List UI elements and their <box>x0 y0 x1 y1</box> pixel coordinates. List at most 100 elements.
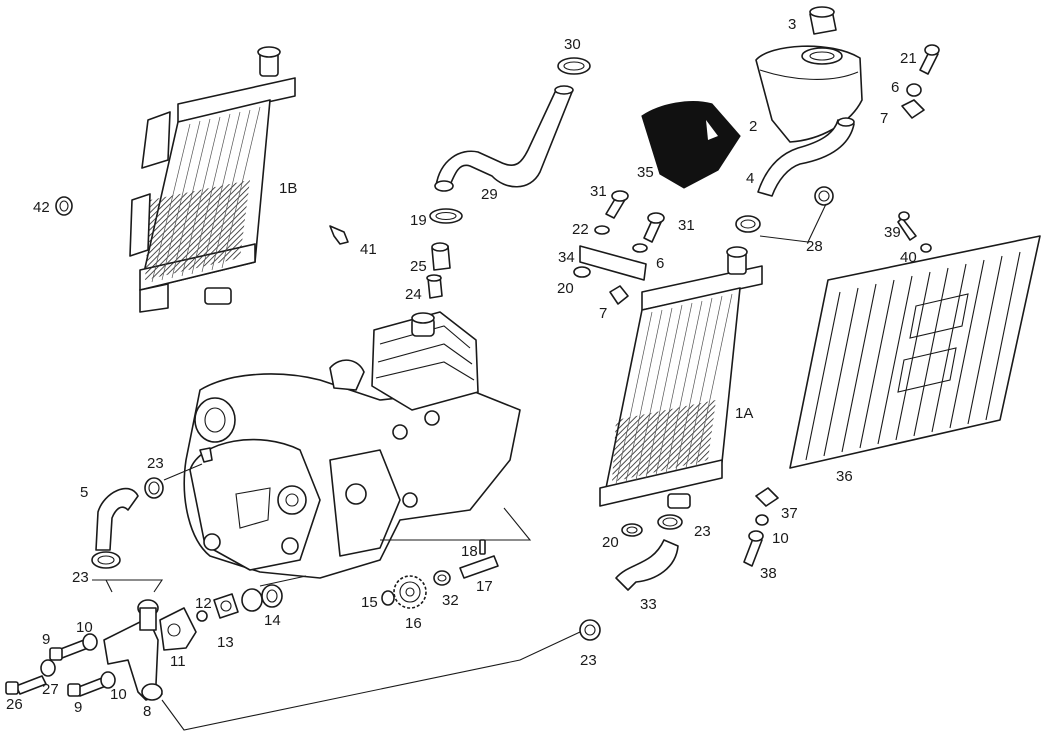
label-20-lower: 20 <box>602 534 619 551</box>
label-31-left: 31 <box>590 183 607 200</box>
part-20-grommet-a <box>573 266 591 278</box>
label-3: 3 <box>788 16 796 33</box>
label-28: 28 <box>806 238 823 255</box>
label-22: 22 <box>572 221 589 238</box>
part-42-ring <box>55 196 73 216</box>
radiator-1b <box>129 46 296 313</box>
part-19-clamp <box>429 208 463 224</box>
part-23-clamp-b <box>91 551 121 569</box>
part-21-bolt <box>919 44 940 75</box>
label-29: 29 <box>481 186 498 203</box>
leader-lines <box>92 203 827 731</box>
label-14: 14 <box>264 612 281 629</box>
part-40-clip <box>920 243 932 253</box>
part-12-seal <box>196 610 208 622</box>
part-31-screw-a <box>605 190 629 219</box>
part-30-clamp <box>557 57 591 75</box>
label-6-lower: 6 <box>656 255 664 272</box>
part-10-washer-a <box>82 633 98 651</box>
label-1a: 1A <box>735 405 753 422</box>
label-6-upper: 6 <box>891 79 899 96</box>
label-7-upper: 7 <box>880 110 888 127</box>
part-24-bulb <box>426 274 443 299</box>
label-15: 15 <box>361 594 378 611</box>
label-10-right: 10 <box>772 530 789 547</box>
label-39: 39 <box>884 224 901 241</box>
label-9-upper: 9 <box>42 631 50 648</box>
label-23-left: 23 <box>72 569 89 586</box>
part-35-cover <box>641 101 741 189</box>
label-42: 42 <box>33 199 50 216</box>
part-28-clamp-b <box>814 186 834 206</box>
label-36: 36 <box>836 468 853 485</box>
part-23-clamp-c <box>579 619 601 641</box>
part-27-washer <box>40 659 56 677</box>
part-37-nut <box>755 487 779 507</box>
part-11-gasket <box>159 607 197 651</box>
part-23-clamp-a <box>144 477 164 499</box>
label-23-right: 23 <box>694 523 711 540</box>
part-3-cap <box>809 6 837 35</box>
part-15-washer <box>381 590 395 606</box>
part-7-nut-b <box>609 285 629 305</box>
part-36-grille <box>789 235 1041 469</box>
part-10-washer-c <box>755 514 769 526</box>
label-12: 12 <box>195 595 212 612</box>
label-23-bottom: 23 <box>580 652 597 669</box>
label-1b: 1B <box>279 180 297 197</box>
label-10-lower: 10 <box>110 686 127 703</box>
part-25-fitting <box>431 242 451 271</box>
label-30: 30 <box>564 36 581 53</box>
part-2-expansion-tank <box>755 45 863 143</box>
part-28-clamp-a <box>735 215 761 233</box>
label-27: 27 <box>42 681 59 698</box>
label-32: 32 <box>442 592 459 609</box>
label-13: 13 <box>217 634 234 651</box>
label-19: 19 <box>410 212 427 229</box>
part-26-bolt <box>5 675 47 695</box>
part-34-bracket <box>579 245 647 281</box>
label-26: 26 <box>6 696 23 713</box>
label-34: 34 <box>558 249 575 266</box>
part-18-pin <box>479 539 486 555</box>
part-4-tank-hose <box>757 117 855 197</box>
part-14-bearings <box>241 584 283 612</box>
label-17: 17 <box>476 578 493 595</box>
label-18: 18 <box>461 543 478 560</box>
part-22-washer <box>594 225 610 235</box>
radiator-1a <box>599 246 763 509</box>
label-7-lower: 7 <box>599 305 607 322</box>
part-6-washer-b <box>632 243 648 253</box>
label-16: 16 <box>405 615 422 632</box>
part-9-bolt-a <box>49 639 89 661</box>
part-13-impeller <box>213 593 239 619</box>
label-9-lower: 9 <box>74 699 82 716</box>
engine-block <box>183 311 521 579</box>
part-29-hose <box>434 85 574 192</box>
part-31-screw-b <box>643 212 665 243</box>
label-21: 21 <box>900 50 917 67</box>
label-25: 25 <box>410 258 427 275</box>
label-31-right: 31 <box>678 217 695 234</box>
label-38: 38 <box>760 565 777 582</box>
part-23-clamp-d <box>657 514 683 530</box>
label-10-upper: 10 <box>76 619 93 636</box>
part-10-washer-b <box>100 671 116 689</box>
label-40: 40 <box>900 249 917 266</box>
part-5-hose <box>95 487 139 551</box>
part-16-gear <box>393 575 427 609</box>
label-37: 37 <box>781 505 798 522</box>
part-17-shaft <box>459 555 499 579</box>
label-20-upper: 20 <box>557 280 574 297</box>
part-7-nut-a <box>901 99 925 119</box>
label-5: 5 <box>80 484 88 501</box>
label-23-engine: 23 <box>147 455 164 472</box>
part-32-nut <box>433 570 451 586</box>
label-2: 2 <box>749 118 757 135</box>
part-labels: 1B 42 41 30 29 19 25 24 3 2 4 35 21 6 7 … <box>6 16 917 720</box>
part-6-washer-a <box>906 83 922 97</box>
part-33-hose <box>615 539 679 591</box>
part-41-sensor <box>329 225 349 245</box>
label-33: 33 <box>640 596 657 613</box>
